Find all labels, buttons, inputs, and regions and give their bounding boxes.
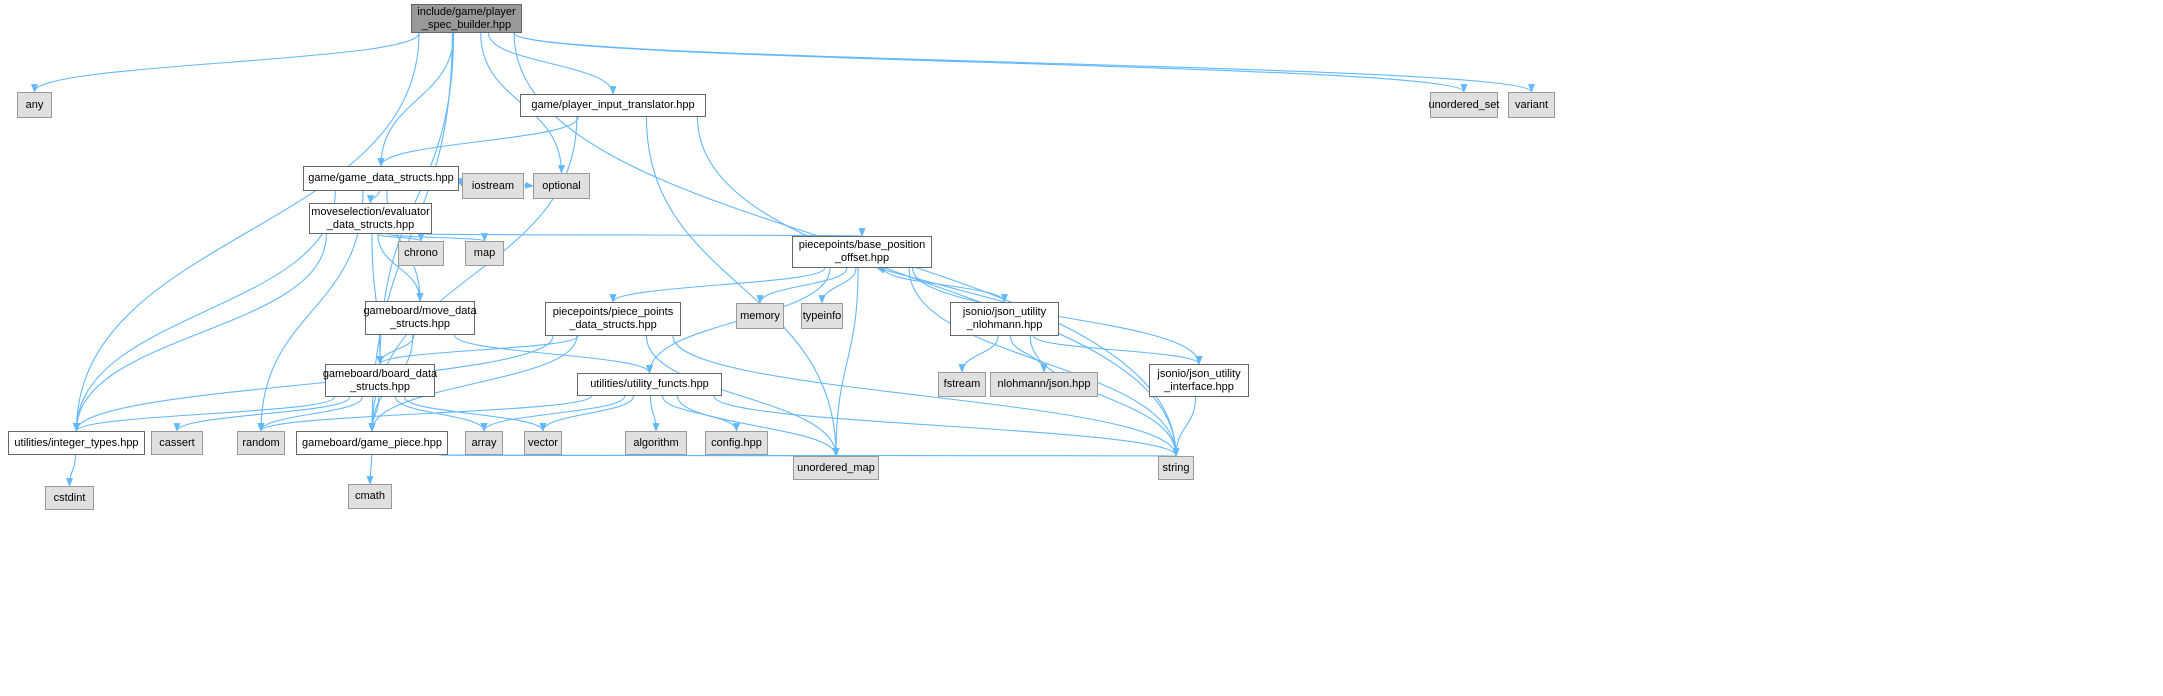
edge-uf-to-algorithm	[649, 395, 660, 432]
edge-main-to-gds	[377, 32, 455, 167]
node-mds[interactable]: gameboard/move_data _structs.hpp	[363, 301, 477, 335]
edge-eds-to-it	[73, 233, 327, 432]
node-variant: variant	[1508, 92, 1555, 118]
edge-bds-to-cassert	[173, 396, 351, 432]
edge-eds-to-bds	[371, 233, 384, 365]
edge-mds-to-bds	[376, 334, 415, 365]
node-main[interactable]: include/game/player _spec_builder.hpp	[411, 4, 522, 33]
edge-mds-to-uf	[453, 334, 653, 374]
edge-main-to-it	[72, 32, 420, 432]
node-gp[interactable]: gameboard/game_piece.hpp	[296, 431, 448, 455]
edge-bds-to-gp	[368, 396, 380, 432]
edge-uf-to-umap	[676, 395, 840, 457]
edge-bpo-to-memory	[756, 267, 848, 304]
edge-bpo-to-umap	[832, 267, 859, 457]
node-cmath: cmath	[348, 484, 392, 509]
edge-jun-to-jui	[1033, 335, 1203, 365]
edge-gp-to-cmath	[366, 454, 374, 485]
edge-bpo-to-jun	[882, 267, 1008, 303]
node-it[interactable]: utilities/integer_types.hpp	[8, 431, 145, 455]
node-config: config.hpp	[705, 431, 768, 455]
node-gds[interactable]: game/game_data_structs.hpp	[303, 166, 459, 191]
node-algorithm: algorithm	[625, 431, 687, 455]
node-pit[interactable]: game/player_input_translator.hpp	[520, 94, 706, 117]
edge-main-to-variant	[513, 32, 1535, 93]
edge-bds-to-vector	[403, 396, 547, 432]
node-umap: unordered_map	[793, 456, 879, 480]
edge-jun-to-fstream	[958, 335, 999, 373]
edge-eds-to-bpo	[423, 227, 863, 237]
edge-jui-to-string	[1172, 396, 1197, 457]
node-fstream: fstream	[938, 372, 986, 397]
node-optional: optional	[533, 173, 590, 199]
node-uset: unordered_set	[1429, 92, 1499, 118]
edge-main-to-pit	[487, 32, 617, 95]
node-cstdint: cstdint	[45, 486, 94, 510]
edge-bpo-to-typeinfo	[818, 267, 857, 304]
edge-pit-to-umap	[645, 116, 840, 457]
edge-uf-to-string	[713, 395, 1180, 457]
edge-eds-to-map	[387, 232, 488, 242]
edge-gds-to-iostream	[455, 177, 463, 187]
node-iostream: iostream	[462, 173, 524, 199]
node-string: string	[1158, 456, 1194, 480]
edge-gds-to-it	[72, 190, 336, 432]
edge-eds-to-chrono	[377, 233, 425, 242]
node-eds[interactable]: moveselection/evaluator _data_structs.hp…	[309, 203, 432, 234]
edge-uf-to-random	[257, 395, 592, 432]
edge-jun-to-njson	[1009, 335, 1048, 373]
node-njson: nlohmann/json.hpp	[990, 372, 1098, 397]
node-uf[interactable]: utilities/utility_functs.hpp	[577, 373, 722, 396]
edge-bpo-to-ppds	[609, 267, 826, 303]
edge-it-to-cstdint	[65, 454, 76, 487]
edge-gp-to-string	[439, 448, 1177, 457]
node-jun[interactable]: jsonio/json_utility _nlohmann.hpp	[950, 302, 1059, 336]
edge-ppds-to-it	[73, 335, 554, 432]
edge-ppds-to-string	[672, 335, 1180, 457]
node-ppds[interactable]: piecepoints/piece_points _data_structs.h…	[545, 302, 681, 336]
edge-main-to-any	[31, 32, 420, 93]
edge-eds-to-mds	[377, 233, 424, 302]
edge-ppds-to-bds	[376, 335, 579, 365]
node-array: array	[465, 431, 503, 455]
node-map: map	[465, 241, 504, 266]
node-cassert: cassert	[151, 431, 203, 455]
edge-uf-to-vector	[539, 395, 635, 432]
node-memory: memory	[736, 303, 784, 329]
node-bpo[interactable]: piecepoints/base_position _offset.hpp	[792, 236, 932, 268]
edge-jun-to-string	[1029, 335, 1180, 457]
edge-bds-to-random	[257, 396, 363, 432]
edge-uf-to-array	[480, 395, 626, 432]
node-chrono: chrono	[398, 241, 444, 266]
edge-ppds-to-umap	[645, 335, 840, 457]
node-random: random	[237, 431, 285, 455]
edge-bds-to-it	[73, 396, 336, 432]
node-typeinfo: typeinfo	[801, 303, 843, 329]
node-vector: vector	[524, 431, 562, 455]
edge-gds-to-eds	[366, 190, 380, 204]
edge-pit-to-gds	[377, 116, 579, 167]
edge-main-to-uset	[513, 32, 1468, 93]
edge-ppds-to-gp	[368, 335, 578, 432]
node-jui[interactable]: jsonio/json_utility _interface.hpp	[1149, 364, 1249, 397]
edge-jun-to-bpo	[876, 266, 1005, 303]
node-any: any	[17, 92, 52, 118]
node-bds[interactable]: gameboard/board_data _structs.hpp	[323, 364, 437, 397]
edge-bpo-to-string	[908, 267, 1180, 457]
